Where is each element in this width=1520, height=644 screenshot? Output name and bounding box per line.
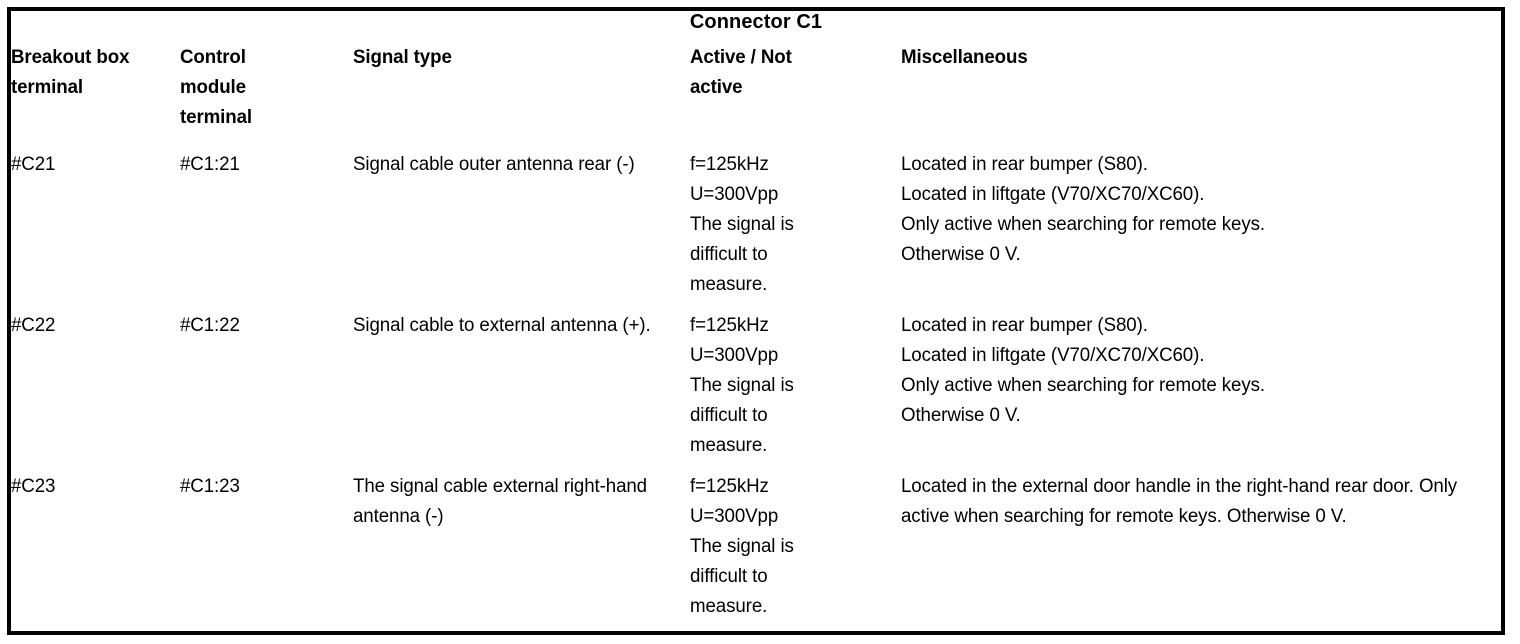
cell-control-module-terminal: #C1:21 [180, 150, 351, 311]
cell-signal-type: Signal cable to external antenna (+). [352, 311, 685, 472]
cell-miscellaneous: Located in rear bumper (S80). Located in… [901, 150, 1494, 311]
table-row: #C21 #C1:21 Signal cable outer antenna r… [9, 150, 1503, 311]
column-header-active-not-active: Active / Not active [689, 43, 899, 150]
cell-breakout-box-terminal: #C23 [9, 472, 178, 633]
cell-signal-type: The signal cable external right-hand ant… [352, 472, 685, 633]
cell-active-not-active: f=125kHz U=300Vpp The signal is difficul… [689, 472, 899, 633]
cell-breakout-box-terminal: #C21 [9, 150, 178, 311]
cell-control-module-terminal: #C1:22 [180, 311, 351, 472]
cell-miscellaneous: Located in the external door handle in t… [901, 472, 1494, 633]
table-row: #C23 #C1:23 The signal cable external ri… [9, 472, 1503, 633]
table-title: Connector C1 [9, 9, 1503, 43]
table-header-row: Breakout box terminal Control module ter… [9, 43, 1503, 150]
table-row: #C22 #C1:22 Signal cable to external ant… [9, 311, 1503, 472]
table-title-row: Connector C1 [9, 9, 1503, 43]
column-header-signal-type: Signal type [352, 43, 685, 150]
column-header-breakout-box-terminal: Breakout box terminal [9, 43, 178, 150]
cell-active-not-active: f=125kHz U=300Vpp The signal is difficul… [689, 311, 899, 472]
cell-active-not-active: f=125kHz U=300Vpp The signal is difficul… [689, 150, 899, 311]
cell-signal-type: Signal cable outer antenna rear (-) [352, 150, 685, 311]
cell-miscellaneous: Located in rear bumper (S80). Located in… [901, 311, 1494, 472]
connector-signal-table: Connector C1 Breakout box terminal Contr… [7, 7, 1505, 635]
cell-breakout-box-terminal: #C22 [9, 311, 178, 472]
cell-control-module-terminal: #C1:23 [180, 472, 351, 633]
column-header-control-module-terminal: Control module terminal [180, 43, 351, 150]
column-header-miscellaneous: Miscellaneous [901, 43, 1494, 150]
